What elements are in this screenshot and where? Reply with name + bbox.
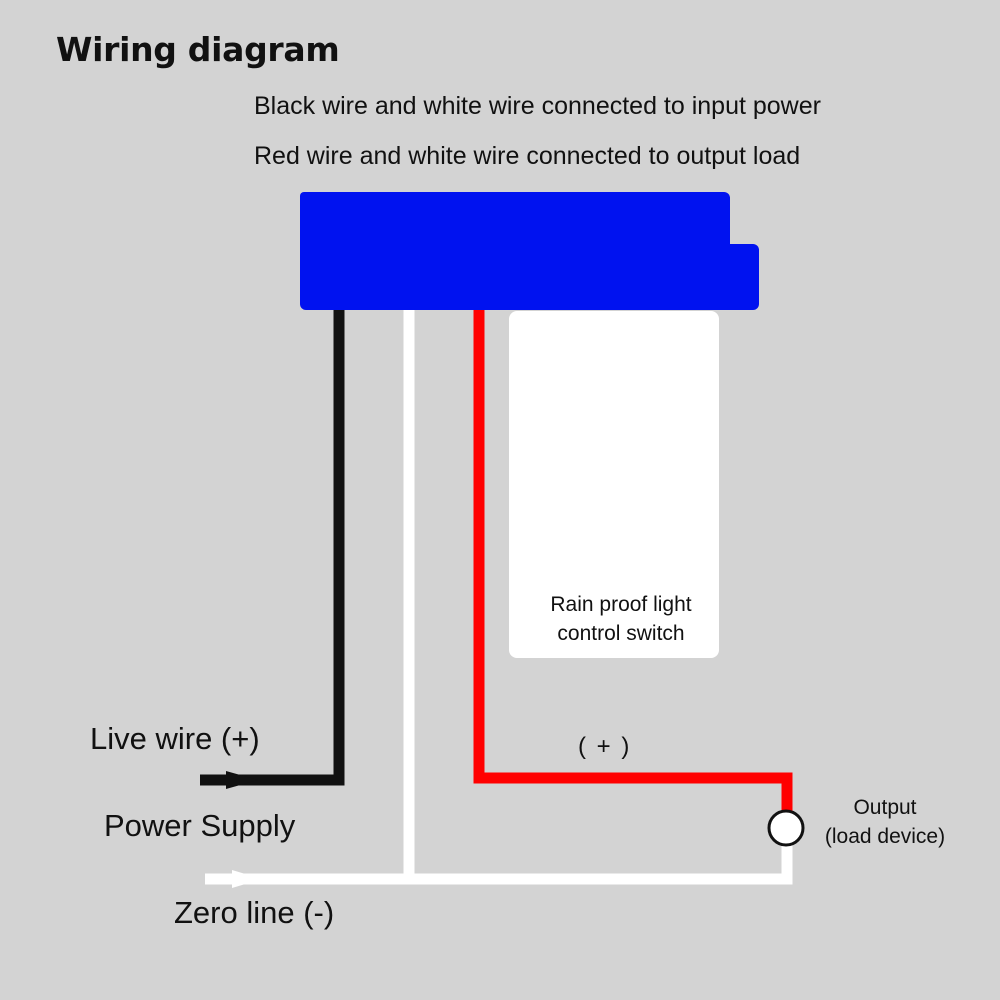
sensor-base <box>300 244 759 310</box>
output-label: Output (load device) <box>812 793 958 851</box>
switch-label-line1: Rain proof light <box>550 593 692 616</box>
power-supply-label: Power Supply <box>104 808 296 843</box>
diagram-title: Wiring diagram <box>56 30 340 69</box>
zero-line-wire <box>205 845 793 885</box>
zero-line-arrow-icon <box>232 870 262 888</box>
live-wire-label: Live wire (+) <box>90 721 260 756</box>
output-label-line2: (load device) <box>824 825 946 848</box>
switch-label: Rain proof light control switch <box>516 590 726 648</box>
red-wire <box>473 300 793 812</box>
output-label-line1: Output <box>853 796 917 819</box>
sensor-housing <box>300 192 730 252</box>
black-wire <box>200 300 345 786</box>
input-power-note: Black wire and white wire connected to i… <box>254 92 821 120</box>
switch-label-panel <box>509 311 719 658</box>
zero-line-label: Zero line (-) <box>174 895 335 930</box>
load-device-icon <box>767 809 805 847</box>
switch-label-line2: control switch <box>557 622 685 645</box>
positive-label: ( + ) <box>578 733 632 760</box>
output-load-note: Red wire and white wire connected to out… <box>254 142 801 170</box>
live-wire-arrow-icon <box>226 771 258 789</box>
